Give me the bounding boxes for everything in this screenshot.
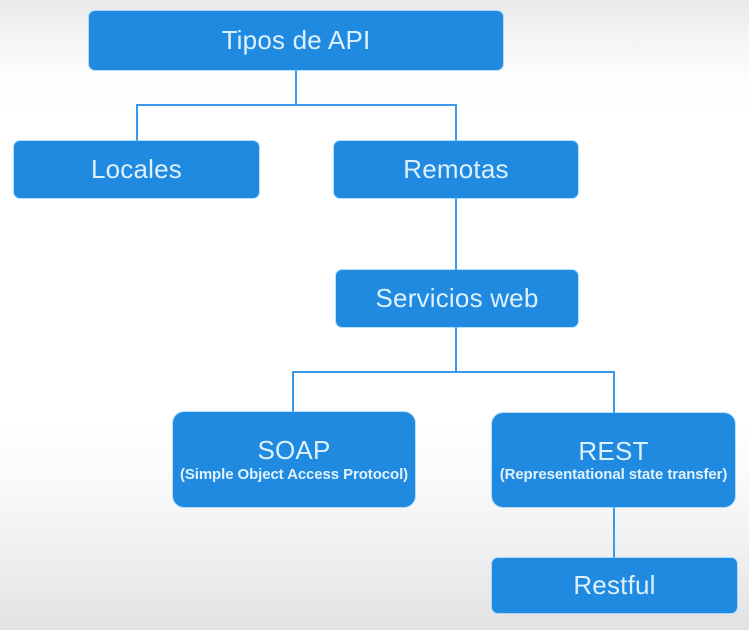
- node-restful[interactable]: Restful: [492, 558, 737, 613]
- edge-rest-to-restful: [613, 507, 615, 559]
- node-label: Locales: [90, 154, 183, 185]
- edge-split-to-rest: [613, 371, 615, 414]
- node-soap[interactable]: SOAP (Simple Object Access Protocol): [173, 412, 415, 507]
- node-label: REST: [578, 435, 649, 466]
- node-label: Restful: [573, 570, 656, 601]
- edge-level1-horizontal-bar: [136, 104, 457, 106]
- node-label: Servicios web: [375, 283, 539, 314]
- edge-remotas-to-servicios: [455, 198, 457, 271]
- node-servicios-web[interactable]: Servicios web: [336, 270, 578, 327]
- edge-root-to-split: [295, 70, 297, 105]
- edge-servicios-to-split: [455, 327, 457, 372]
- node-sublabel: (Representational state transfer): [499, 466, 728, 484]
- node-tipos-de-api[interactable]: Tipos de API: [89, 11, 503, 70]
- node-label: Tipos de API: [221, 25, 371, 56]
- node-label: SOAP: [257, 435, 331, 466]
- edge-split-to-locales: [136, 104, 138, 142]
- node-label: Remotas: [403, 154, 509, 185]
- node-remotas[interactable]: Remotas: [334, 141, 578, 198]
- edge-split-to-remotas: [455, 104, 457, 142]
- edge-split-to-soap: [292, 371, 294, 413]
- node-sublabel: (Simple Object Access Protocol): [179, 465, 409, 483]
- edge-level3-horizontal-bar: [292, 371, 615, 373]
- node-rest[interactable]: REST (Representational state transfer): [492, 413, 735, 507]
- node-locales[interactable]: Locales: [14, 141, 259, 198]
